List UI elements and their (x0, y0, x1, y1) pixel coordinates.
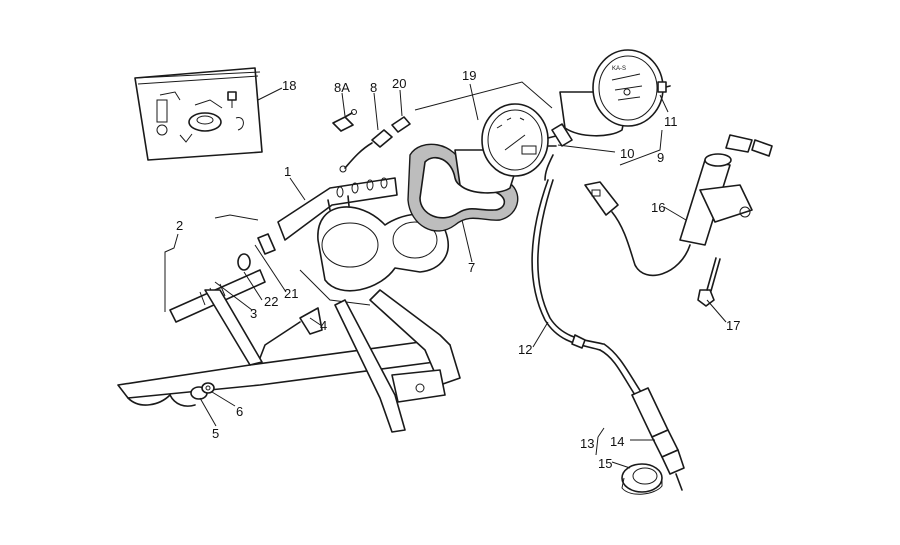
callout-15: 15 (598, 456, 612, 471)
callout-10: 10 (620, 146, 634, 161)
ignition-switch (584, 134, 773, 277)
callout-labels: 18 8A 8 20 19 11 10 9 1 2 22 21 3 7 4 16… (176, 68, 740, 471)
svg-text:KA-S: KA-S (612, 66, 626, 72)
callout-4: 4 (320, 318, 327, 333)
bulb-holder-8 (339, 116, 411, 173)
callout-16: 16 (651, 200, 665, 215)
ring-nut (621, 463, 663, 495)
callout-19: 19 (462, 68, 476, 83)
screw-4 (259, 307, 323, 359)
spare-parts-bag (134, 67, 263, 161)
callout-17: 17 (726, 318, 740, 333)
mounting-frame (117, 289, 461, 433)
callout-2: 2 (176, 218, 183, 233)
callout-9: 9 (657, 150, 664, 165)
callout-7: 7 (468, 260, 475, 275)
callout-8a: 8A (334, 80, 350, 95)
bolt-17 (697, 257, 721, 307)
leader-lines (164, 81, 727, 469)
callout-14: 14 (610, 434, 624, 449)
speedometer: KA-S (559, 49, 671, 137)
cable-connector (544, 123, 573, 181)
callout-20: 20 (392, 76, 406, 91)
tachometer (454, 103, 557, 194)
callout-1: 1 (284, 164, 291, 179)
callout-13: 13 (580, 436, 594, 451)
instrument-bracket (277, 177, 398, 241)
callout-22: 22 (264, 294, 278, 309)
washer-6 (201, 382, 215, 394)
bulb-holder-8a (332, 109, 357, 132)
callout-3: 3 (250, 306, 257, 321)
callout-21: 21 (284, 286, 298, 301)
callout-11: 11 (664, 114, 678, 129)
callout-6: 6 (236, 404, 243, 419)
callout-18: 18 (282, 78, 296, 93)
callout-5: 5 (212, 426, 219, 441)
speedometer-cable (531, 179, 685, 491)
callout-12: 12 (518, 342, 532, 357)
instrument-housing (299, 206, 449, 306)
callout-8: 8 (370, 80, 377, 95)
